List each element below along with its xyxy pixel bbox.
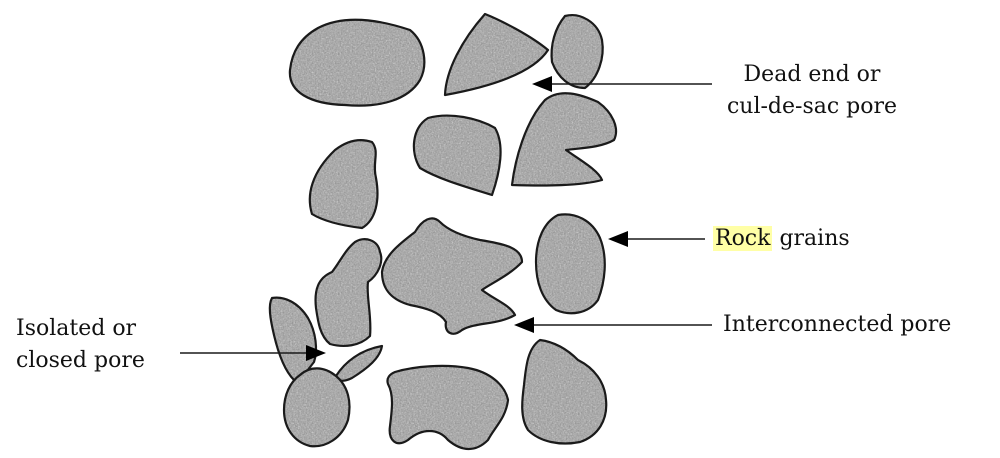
rock-grains-label: Rock grains xyxy=(713,223,850,255)
dead-end-label-line-2: cul-de-sac pore xyxy=(712,91,912,123)
rock-grain xyxy=(414,116,501,195)
dead-end-pore-label: Dead end or cul-de-sac pore xyxy=(712,59,912,123)
isolated-label-line-2: closed pore xyxy=(16,345,145,377)
isolated-label-line-1: Isolated or xyxy=(16,313,145,345)
rock-grains-rest: grains xyxy=(772,226,849,251)
dead-end-arrowhead xyxy=(532,76,552,92)
rock-grain xyxy=(522,340,606,444)
rock-grains-group xyxy=(270,14,616,449)
dead-end-label-line-1: Dead end or xyxy=(712,59,912,91)
rock-grain xyxy=(310,140,378,228)
rock-grains-arrowhead xyxy=(608,231,628,247)
rock-grain xyxy=(382,218,522,333)
isolated-pore-label: Isolated or closed pore xyxy=(16,313,145,377)
rock-grain xyxy=(512,93,616,185)
interconnected-arrowhead xyxy=(514,317,534,333)
rock-grain xyxy=(536,214,605,313)
rock-grain xyxy=(387,366,508,449)
rock-grain xyxy=(290,20,424,106)
rock-highlight: Rock xyxy=(713,226,772,251)
interconnected-pore-label: Interconnected pore xyxy=(723,309,951,341)
rock-grain xyxy=(284,368,350,446)
rock-grain xyxy=(552,15,603,88)
rock-grain xyxy=(445,14,548,95)
rock-grain xyxy=(336,346,382,381)
rock-grain xyxy=(316,239,382,346)
rock-grain xyxy=(270,298,316,380)
